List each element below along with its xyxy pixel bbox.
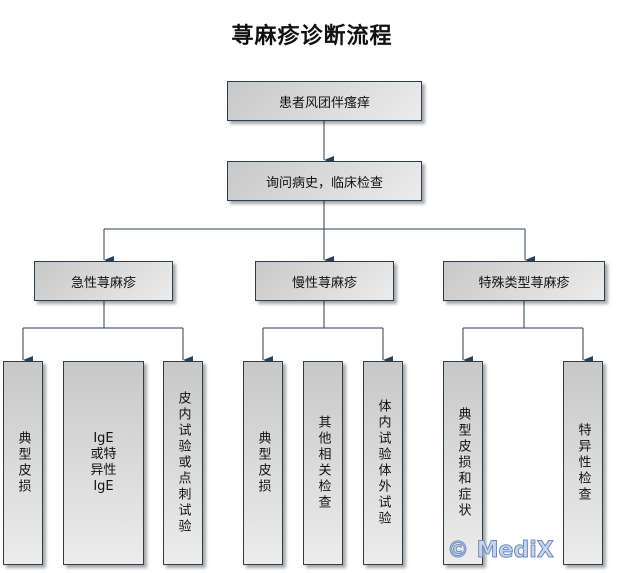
node-label: 皮内试验或点刺试验: [175, 391, 191, 535]
watermark: © MediX: [447, 538, 555, 564]
node-label: IgE 或特 异性 IgE: [90, 430, 117, 495]
node-label: 其他相关检查: [315, 415, 331, 511]
node-acute-urticaria: 急性荨麻疹: [34, 261, 173, 301]
node-label: 患者风团伴瘙痒: [278, 95, 370, 111]
leaf-chronic-in-vivo-in-vitro: 体内试验体外试验: [363, 361, 403, 565]
diagram-title: 荨麻疹诊断流程: [231, 24, 393, 49]
node-label: 询问病史，临床检查: [265, 175, 383, 191]
node-chronic-urticaria: 慢性荨麻疹: [255, 261, 394, 301]
node-label: 特殊类型荨麻疹: [478, 275, 570, 291]
node-label: 急性荨麻疹: [70, 275, 136, 291]
node-patient-wheals-itching: 患者风团伴瘙痒: [227, 81, 422, 121]
leaf-acute-skin-test: 皮内试验或点刺试验: [163, 361, 203, 565]
leaf-chronic-typical-lesion: 典型皮损: [243, 361, 283, 565]
leaf-special-specific-tests: 特异性检查: [563, 361, 603, 565]
node-special-urticaria: 特殊类型荨麻疹: [443, 261, 605, 301]
leaf-acute-typical-lesion: 典型皮损: [3, 361, 43, 565]
node-label: 典型皮损: [255, 431, 271, 495]
node-history-exam: 询问病史，临床检查: [227, 161, 422, 201]
leaf-special-typical-lesion-symptoms: 典型皮损和症状: [443, 361, 483, 565]
node-label: 体内试验体外试验: [375, 399, 391, 527]
node-label: 特异性检查: [575, 423, 591, 503]
node-label: 慢性荨麻疹: [291, 275, 357, 291]
leaf-acute-ige: IgE 或特 异性 IgE: [63, 361, 144, 565]
leaf-chronic-other-tests: 其他相关检查: [303, 361, 343, 565]
node-label: 典型皮损和症状: [455, 407, 471, 519]
node-label: 典型皮损: [15, 431, 31, 495]
